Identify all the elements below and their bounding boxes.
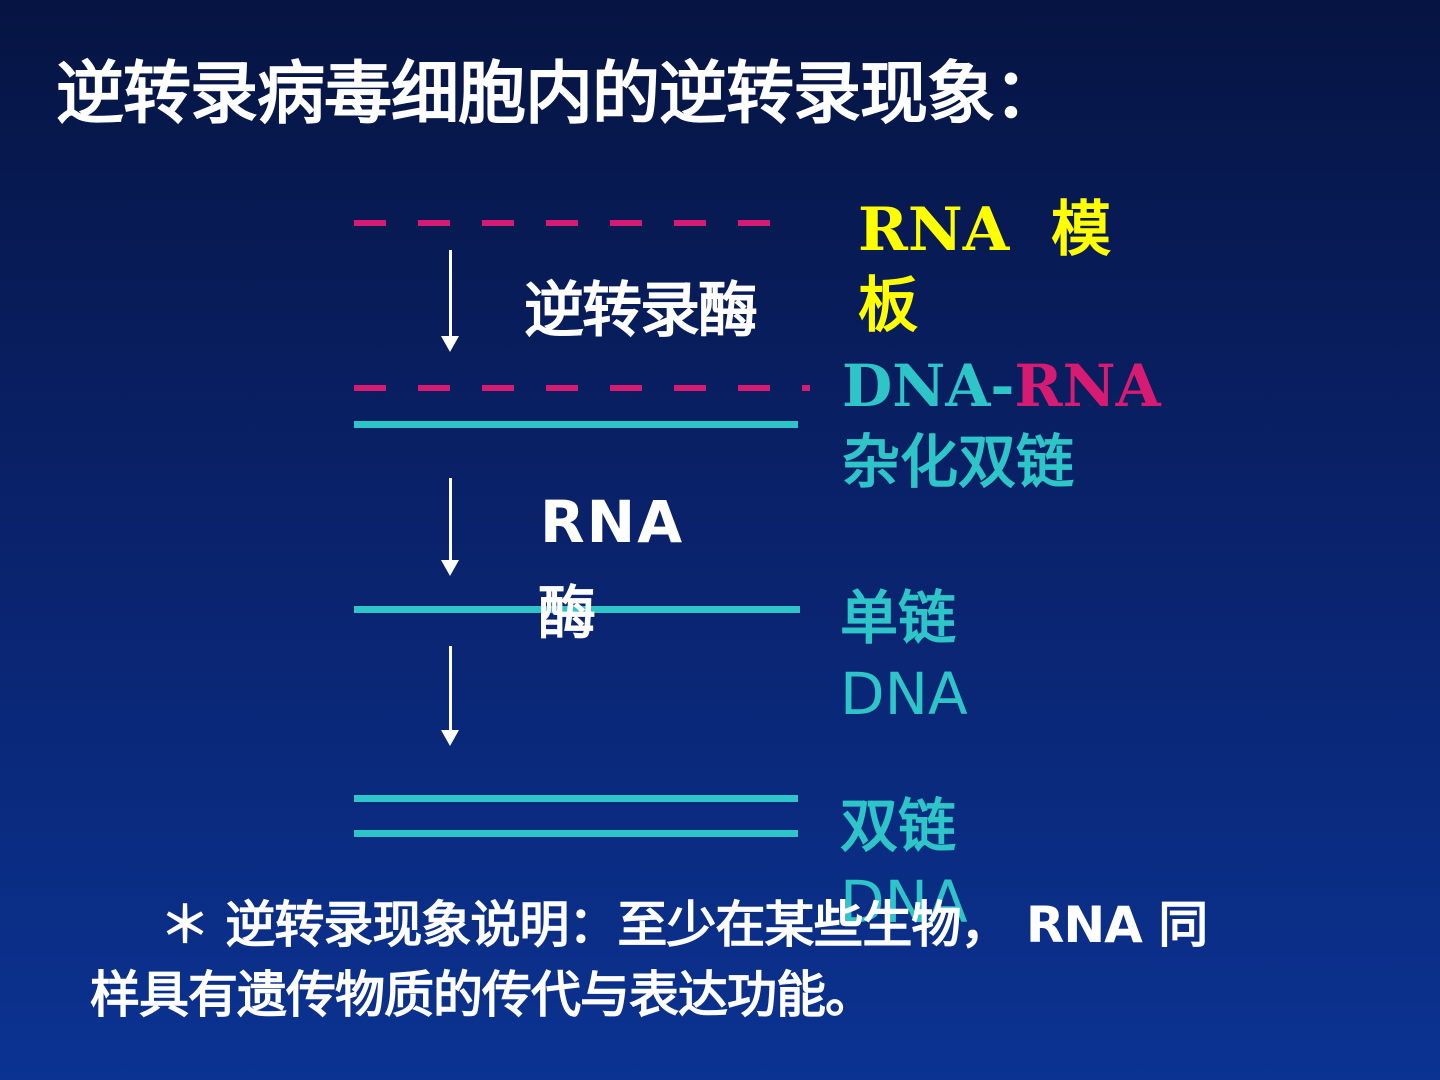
explanation-note: ＊ 逆转录现象说明：至少在某些生物， RNA 同 样具有遗传物质的传代与表达功能… [90, 890, 1380, 1030]
hybrid-dna-strand [354, 421, 798, 428]
arrow-2-shaft [449, 478, 452, 560]
hybrid-label-rna: RNA [1014, 352, 1161, 420]
rna-template-label-rna: RNA [858, 195, 1010, 265]
rnase-label-line2: 酶 [538, 579, 597, 647]
rna-template-strand [354, 220, 774, 226]
rna-template-label-mo: 模 [1051, 195, 1112, 265]
explanation-note-line1: ＊ 逆转录现象说明：至少在某些生物， RNA 同 [160, 896, 1208, 954]
single-dna-strand [354, 606, 800, 613]
arrow-2-head-icon [441, 560, 459, 576]
slide-title: 逆转录病毒细胞内的逆转录现象： [56, 55, 1062, 134]
hybrid-label-dna: DNA- [842, 352, 1015, 420]
single-dna-label-dna: DNA [840, 660, 968, 728]
dsdna-strand-1 [354, 795, 798, 802]
rna-template-label-ban: 板 [858, 271, 918, 341]
explanation-note-line2: 样具有遗传物质的传代与表达功能。 [90, 966, 875, 1024]
hybrid-label: DNA-RNA 杂化双链 [842, 348, 1161, 500]
rnase-label-line1: RNA [540, 488, 685, 556]
arrow-1-shaft [449, 250, 452, 336]
arrow-1-head-icon [441, 336, 459, 352]
reverse-transcriptase-label: 逆转录酶 [524, 276, 758, 346]
double-dna-label-dna: DNA [840, 868, 968, 936]
double-dna-label: 双链 DNA [840, 788, 968, 940]
hybrid-rna-strand [354, 385, 810, 391]
rna-template-label: RNA 模 板 [858, 192, 1118, 344]
single-dna-label: 单链 DNA [840, 580, 968, 732]
arrow-3-head-icon [441, 730, 459, 746]
single-dna-label-text: 单链 [840, 584, 957, 652]
dsdna-strand-2 [354, 830, 798, 837]
hybrid-label-text: 杂化双链 [842, 428, 1075, 496]
double-dna-label-text: 双链 [840, 792, 957, 860]
arrow-3-shaft [449, 646, 452, 730]
